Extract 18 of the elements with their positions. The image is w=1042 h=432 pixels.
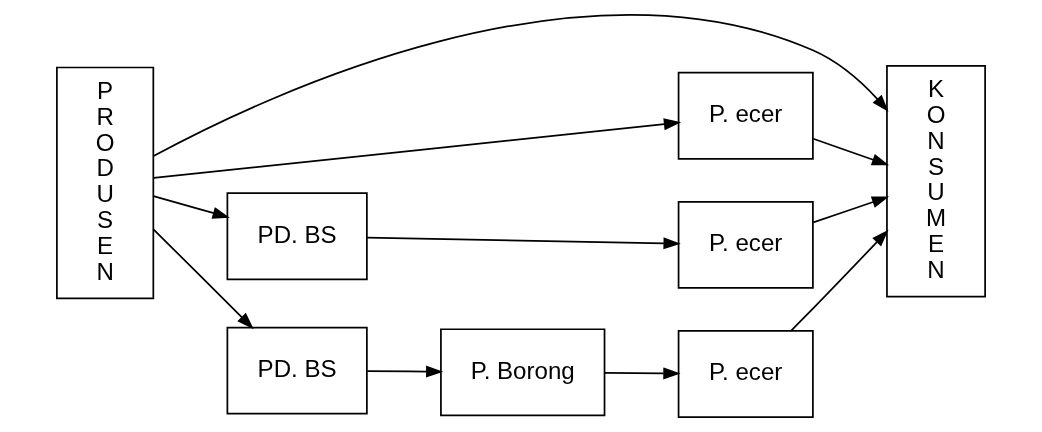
arrow (790, 229, 889, 332)
arrow (152, 195, 230, 219)
arrow (152, 14, 889, 157)
node-box: K O N S U M E N (886, 64, 986, 298)
arrow (366, 365, 444, 378)
node-box: PD. BS (226, 192, 368, 281)
arrow (812, 196, 890, 224)
arrow (366, 236, 681, 250)
arrow (812, 137, 890, 166)
node-box: P. ecer (677, 330, 814, 418)
arrow (152, 228, 254, 330)
node-box: P. ecer (677, 200, 814, 289)
arrow (604, 367, 681, 380)
node-box: PD. BS (226, 326, 368, 415)
node-box: P R O D U S E N (56, 66, 155, 300)
arrow (152, 118, 682, 179)
node-box: P. ecer (677, 71, 814, 160)
node-box: P. Borong (440, 328, 606, 417)
